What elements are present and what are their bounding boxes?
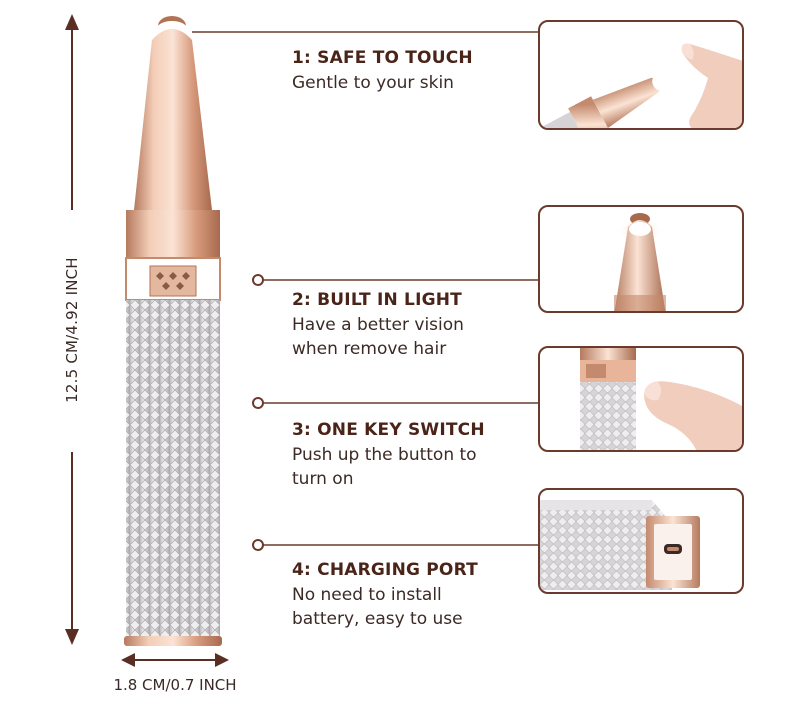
feature-desc-line: Have a better vision <box>292 315 464 335</box>
feature-title-one-key-switch: 3: ONE KEY SWITCH <box>292 420 485 440</box>
trimmer-product-image <box>124 16 222 646</box>
feature-desc-line: when remove hair <box>292 339 447 359</box>
feature-desc-safe-to-touch: Gentle to your skin <box>292 71 532 95</box>
feature-desc-charging-port: No need to install battery, easy to use <box>292 583 532 631</box>
feature-desc-line: Push up the button to <box>292 445 477 465</box>
feature-desc-built-in-light: Have a better vision when remove hair <box>292 313 532 361</box>
feature-title-charging-port: 4: CHARGING PORT <box>292 560 478 580</box>
inset-built-in-light-image <box>538 205 744 313</box>
feature-desc-line: turn on <box>292 469 354 489</box>
feature-title-built-in-light: 2: BUILT IN LIGHT <box>292 290 462 310</box>
feature-desc-one-key-switch: Push up the button to turn on <box>292 443 532 491</box>
feature-desc-line: battery, easy to use <box>292 609 463 629</box>
width-dimension-label: 1.8 CM/0.7 INCH <box>113 676 237 694</box>
inset-one-key-switch-image <box>538 346 744 452</box>
feature-title-safe-to-touch: 1: SAFE TO TOUCH <box>292 48 473 68</box>
feature-desc-line: No need to install <box>292 585 442 605</box>
feature-desc-line: Gentle to your skin <box>292 73 454 93</box>
inset-safe-to-touch-image <box>538 20 744 130</box>
inset-charging-port-image <box>538 488 744 594</box>
